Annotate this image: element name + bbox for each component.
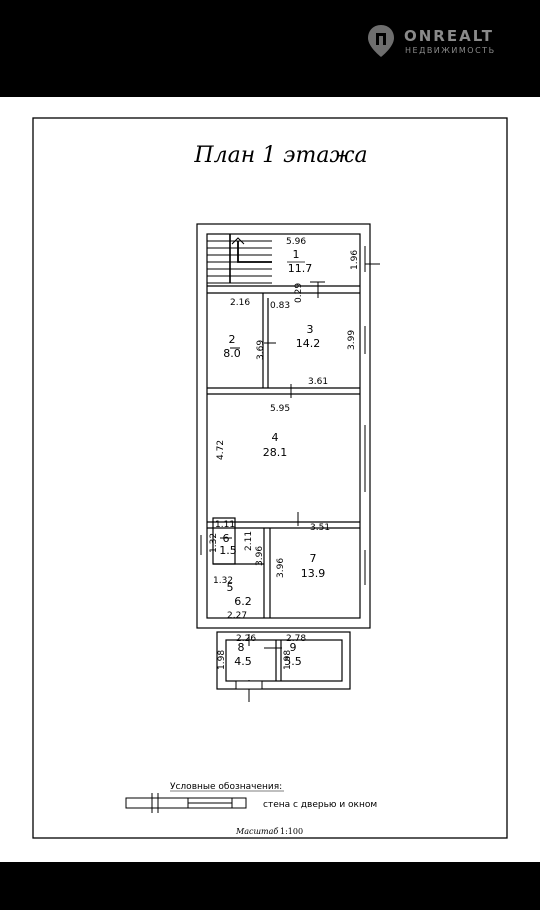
dim-4-height: 4.72	[216, 440, 226, 460]
dim-1-width: 5.96	[286, 237, 306, 247]
plan-title: План 1 этажа	[193, 143, 367, 168]
sheet-frame	[32, 117, 508, 839]
room-1-number: 1	[293, 248, 300, 261]
internal-walls	[207, 285, 360, 618]
room-3-area: 14.2	[296, 337, 321, 350]
dim-6-height: 1.32	[209, 533, 219, 553]
legend-symbol	[125, 793, 247, 813]
outer-wall	[196, 223, 371, 629]
scale-value: 1:100	[280, 827, 303, 836]
room-6-number: 6	[223, 532, 230, 545]
brand-logo[interactable]: ONREALT НЕДВИЖИМОСТЬ	[366, 22, 526, 62]
dim-4-width: 5.95	[270, 404, 290, 414]
room-9-area: 5.5	[284, 655, 302, 668]
legend-text: стена с дверью и окном	[263, 800, 377, 810]
dim-5-inner: 2.11	[244, 531, 254, 551]
annex-inner	[225, 639, 343, 682]
dim-2-height: 3.69	[256, 340, 266, 360]
room-3-number: 3	[307, 323, 314, 336]
dim-6-width: 1.11	[215, 520, 235, 530]
dim-1-height: 1.96	[350, 250, 360, 270]
brand-tagline: НЕДВИЖИМОСТЬ	[405, 46, 496, 55]
bottom-bar	[0, 862, 540, 910]
dim-5-width: 1.32	[213, 576, 233, 586]
room-5-number: 5	[227, 581, 234, 594]
dim-8-height: 1.98	[217, 650, 227, 670]
location-pin-icon	[368, 25, 394, 57]
dim-9-width: 2.78	[286, 634, 306, 644]
room-8-number: 8	[238, 641, 245, 654]
dim-3-width: 3.61	[308, 377, 328, 387]
top-bar: ONREALT НЕДВИЖИМОСТЬ	[0, 0, 540, 97]
dim-8-width: 2.26	[236, 634, 256, 644]
room-4-area: 28.1	[263, 446, 288, 459]
room-6-area: 1.5	[219, 544, 237, 557]
dim-step: 0.29	[294, 283, 304, 303]
annex-outer	[216, 631, 351, 690]
dim-5-height: 3.96	[255, 546, 265, 566]
dimension-labels: 5.96 1.96 0.83 0.29 2.16 3.69 3.99 3.61 …	[209, 237, 360, 670]
dim-3-height: 3.99	[347, 330, 357, 350]
room-7-area: 13.9	[301, 567, 326, 580]
scale-label: Масштаб	[235, 827, 278, 836]
room-7-number: 7	[310, 552, 317, 565]
dim-stair-gap: 0.83	[270, 301, 290, 311]
room-5-area: 6.2	[234, 595, 252, 608]
room-labels: 1 11.7 2 8.0 3 14.2 4 28.1 5 6.2 6 1.5 7…	[219, 248, 325, 668]
room-2-area: 8.0	[223, 347, 241, 360]
door-marks	[220, 281, 325, 702]
dim-7-height: 3.96	[276, 558, 286, 578]
dim-7-width: 3.51	[310, 523, 330, 533]
windows	[200, 246, 380, 585]
dim-5-bottom: 2.27	[227, 611, 247, 621]
legend-title: Условные обозначения:	[170, 782, 282, 792]
room-1-area: 11.7	[288, 262, 313, 275]
inner-wall	[206, 233, 361, 619]
dim-2-width: 2.16	[230, 298, 250, 308]
floor-plan-sheet: План 1 этажа	[0, 97, 540, 862]
brand-name: ONREALT	[404, 27, 495, 45]
room-9-number: 9	[290, 641, 297, 654]
room-2-number: 2	[229, 333, 236, 346]
dim-9-height: 1.98	[283, 650, 293, 670]
room-4-number: 4	[272, 431, 279, 444]
room-8-area: 4.5	[234, 655, 252, 668]
floor-plan-drawing: План 1 этажа	[32, 117, 508, 839]
staircase	[207, 234, 272, 284]
